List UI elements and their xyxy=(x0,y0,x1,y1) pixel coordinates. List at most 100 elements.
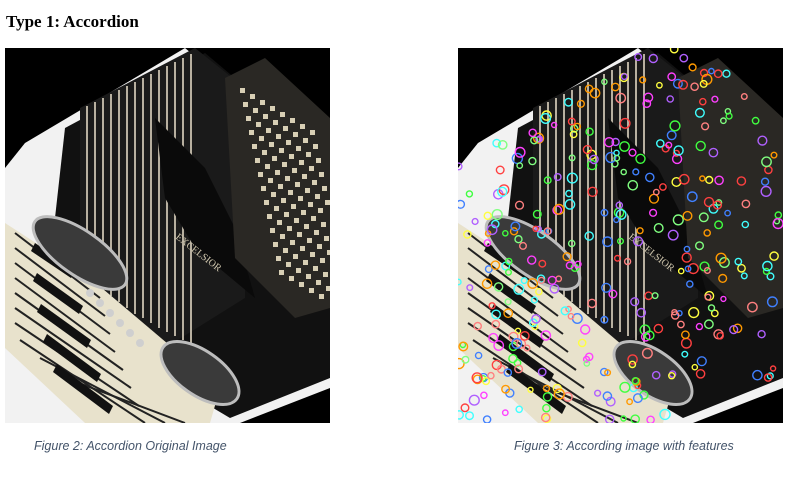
feature-keypoint xyxy=(542,384,551,393)
feature-keypoint xyxy=(530,296,539,304)
feature-keypoint xyxy=(587,298,597,309)
feature-keypoint xyxy=(631,376,640,385)
feature-keypoint xyxy=(760,185,772,198)
feature-keypoint xyxy=(646,415,655,423)
feature-keypoint xyxy=(684,265,692,273)
feature-keypoint xyxy=(547,275,557,285)
feature-keypoint xyxy=(482,415,492,423)
feature-keypoint xyxy=(458,410,464,420)
feature-keypoint xyxy=(651,370,661,380)
feature-keypoint xyxy=(679,53,689,63)
feature-keypoint xyxy=(604,369,612,377)
feature-keypoint xyxy=(516,338,527,349)
feature-keypoint xyxy=(587,186,598,198)
accordion-features-svg: EXCELSIOR xyxy=(458,48,783,423)
feature-keypoint xyxy=(535,225,543,233)
feature-keypoint xyxy=(696,356,707,367)
feature-keypoint xyxy=(740,93,748,101)
feature-keypoint xyxy=(516,162,524,170)
feature-keypoint xyxy=(553,388,565,400)
feature-keypoint xyxy=(634,52,643,61)
feature-keypoint xyxy=(514,234,523,244)
feature-keypoint xyxy=(602,391,613,401)
feature-keypoint xyxy=(769,251,779,261)
feature-keypoint xyxy=(490,260,501,270)
feature-keypoint xyxy=(720,295,727,303)
feature-keypoint xyxy=(542,392,553,402)
accordion-features-image: EXCELSIOR xyxy=(458,48,783,423)
feature-keypoint xyxy=(501,384,511,394)
feature-keypoint xyxy=(505,257,513,266)
feature-keypoint xyxy=(514,364,524,374)
feature-keypoint xyxy=(701,122,710,131)
feature-keypoint xyxy=(714,220,724,230)
feature-keypoint xyxy=(520,277,528,285)
feature-keypoint xyxy=(619,141,630,152)
feature-keypoint xyxy=(698,97,707,106)
accordion-keyboard xyxy=(5,223,220,423)
feature-keypoint xyxy=(719,117,727,125)
feature-keypoint xyxy=(550,121,558,129)
feature-keypoint xyxy=(666,130,677,141)
feature-keypoint xyxy=(613,254,621,262)
feature-keypoint xyxy=(690,82,699,92)
accordion-oval-grille-bottom xyxy=(159,340,241,406)
feature-keypoint xyxy=(537,276,546,284)
feature-keypoint xyxy=(678,173,690,185)
feature-keypoint xyxy=(741,199,751,209)
feature-keypoint xyxy=(567,239,576,248)
feature-keypoint xyxy=(761,156,772,168)
feature-keypoint xyxy=(694,241,704,251)
feature-keypoint xyxy=(712,200,723,210)
feature-keypoint xyxy=(688,63,697,72)
feature-keypoint xyxy=(715,252,727,264)
feature-keypoint xyxy=(567,117,576,126)
feature-keypoint xyxy=(535,135,544,143)
feature-keypoint xyxy=(691,363,699,371)
feature-keypoint xyxy=(703,319,714,330)
feature-keypoint xyxy=(655,81,663,89)
feature-keypoint xyxy=(473,321,483,331)
feature-keypoint xyxy=(642,99,652,108)
feature-keypoint xyxy=(491,209,503,221)
feature-keypoint xyxy=(582,144,593,155)
feature-keypoint xyxy=(620,168,627,176)
feature-keypoint xyxy=(481,377,491,386)
feature-keypoint xyxy=(535,287,543,296)
feature-keypoint xyxy=(510,221,521,232)
feature-keypoint xyxy=(542,414,552,423)
feature-keypoint xyxy=(526,255,537,265)
feature-keypoint xyxy=(652,188,660,196)
feature-keypoint xyxy=(567,312,575,320)
figure-2-caption: Figure 2: Accordion Original Image xyxy=(34,439,227,453)
feature-keypoint xyxy=(633,236,644,247)
accordion-bass-grille xyxy=(225,58,330,318)
feature-keypoint xyxy=(703,266,711,274)
feature-keypoint xyxy=(667,372,676,380)
feature-keypoint xyxy=(495,165,505,175)
feature-keypoint xyxy=(626,398,634,406)
feature-keypoint xyxy=(586,159,598,171)
feature-keypoint xyxy=(563,97,573,107)
accordion-drawing: EXCELSIOR xyxy=(5,48,330,423)
feature-keypoint xyxy=(542,403,551,413)
feature-keypoint xyxy=(772,218,783,230)
feature-keypoint xyxy=(644,172,655,183)
feature-keypoint xyxy=(503,368,513,377)
feature-keypoint xyxy=(630,297,640,307)
feature-keypoint xyxy=(566,172,578,184)
feature-keypoint xyxy=(461,355,470,364)
feature-keypoint xyxy=(627,179,639,191)
feature-keypoint xyxy=(729,325,739,335)
feature-keypoint xyxy=(711,95,719,103)
feature-keypoint xyxy=(615,209,627,220)
feature-keypoint xyxy=(527,278,539,289)
feature-keypoint xyxy=(636,307,647,318)
feature-keypoint xyxy=(465,190,474,198)
accordion-buttons xyxy=(86,289,144,347)
feature-keypoint xyxy=(552,383,563,394)
feature-keypoint xyxy=(600,208,609,217)
feature-keypoint xyxy=(665,141,673,149)
feature-keypoint xyxy=(651,292,659,300)
feature-keypoint xyxy=(620,73,628,81)
